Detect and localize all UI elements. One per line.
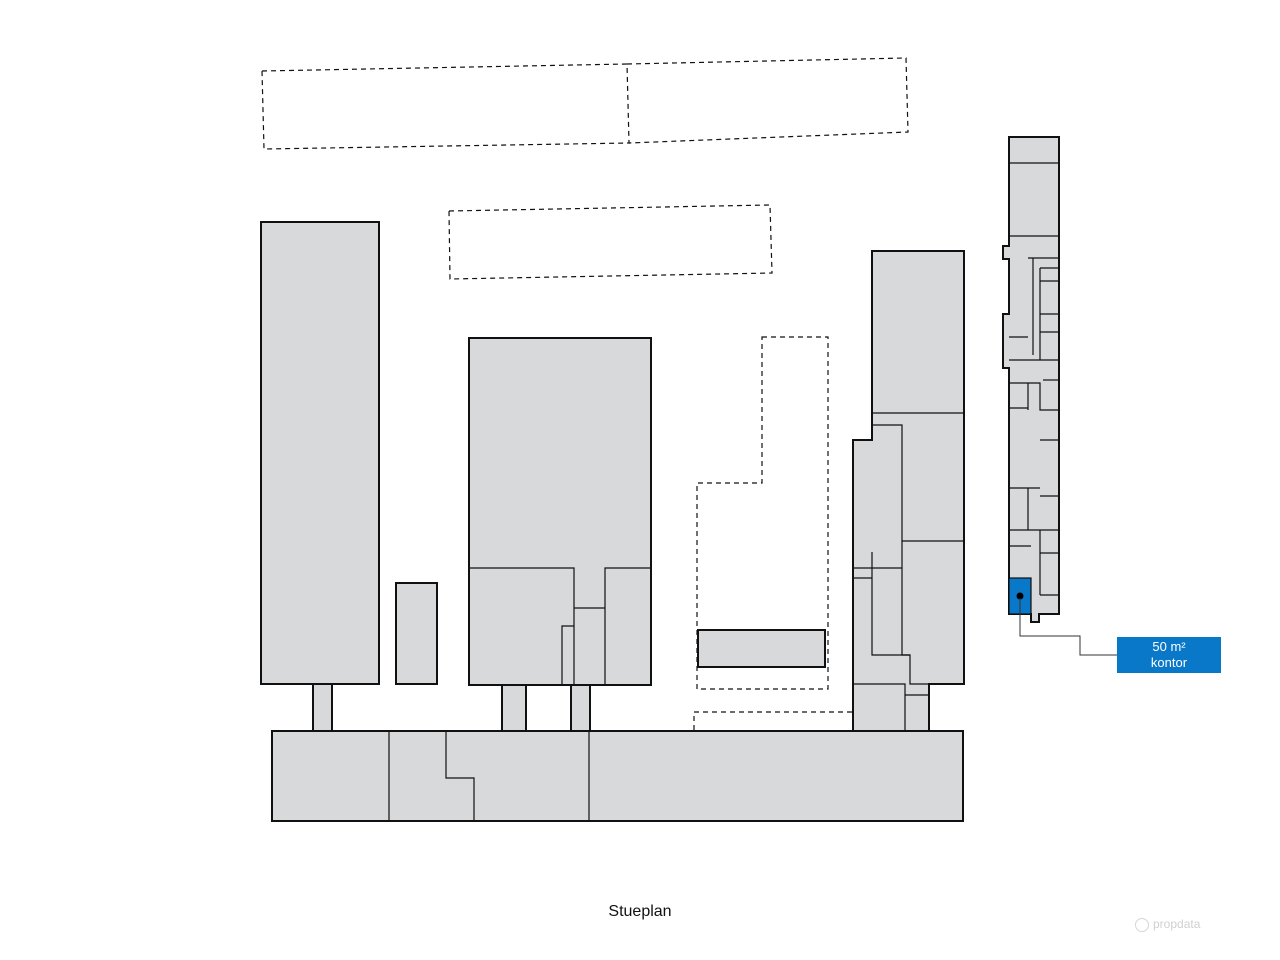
watermark: propdata [1135, 917, 1200, 932]
dashed-area-top-left [261, 63, 630, 150]
building-central [468, 337, 652, 686]
building-courtyard-bar [697, 629, 826, 668]
dashed-area-passage [693, 711, 853, 730]
map-pin-icon [1135, 917, 1149, 932]
unit-area: 50 m² [1152, 639, 1186, 654]
dashed-area-courtyard [696, 336, 829, 690]
watermark-text: propdata [1153, 917, 1201, 931]
unit-type: kontor [1150, 655, 1188, 670]
building-south-long [271, 730, 964, 822]
floor-label: Stueplan [608, 903, 672, 920]
callout-box-bg [1117, 637, 1221, 673]
dashed-area-top-right [626, 57, 909, 144]
connector-central-left [501, 684, 527, 732]
dashed-area-middle [448, 204, 773, 280]
unit-marker-dot [1016, 592, 1024, 600]
dashed-outlines [261, 57, 909, 730]
building-far-east-narrow [1002, 136, 1060, 623]
connector-central-right [570, 684, 591, 732]
connector-west [312, 683, 333, 732]
building-small-block [395, 582, 438, 685]
building-east [852, 250, 965, 732]
building-west-tall [260, 221, 380, 685]
callout-leader-line [1019, 598, 1117, 656]
unit-callout[interactable]: 50 m² kontor [1117, 637, 1221, 673]
